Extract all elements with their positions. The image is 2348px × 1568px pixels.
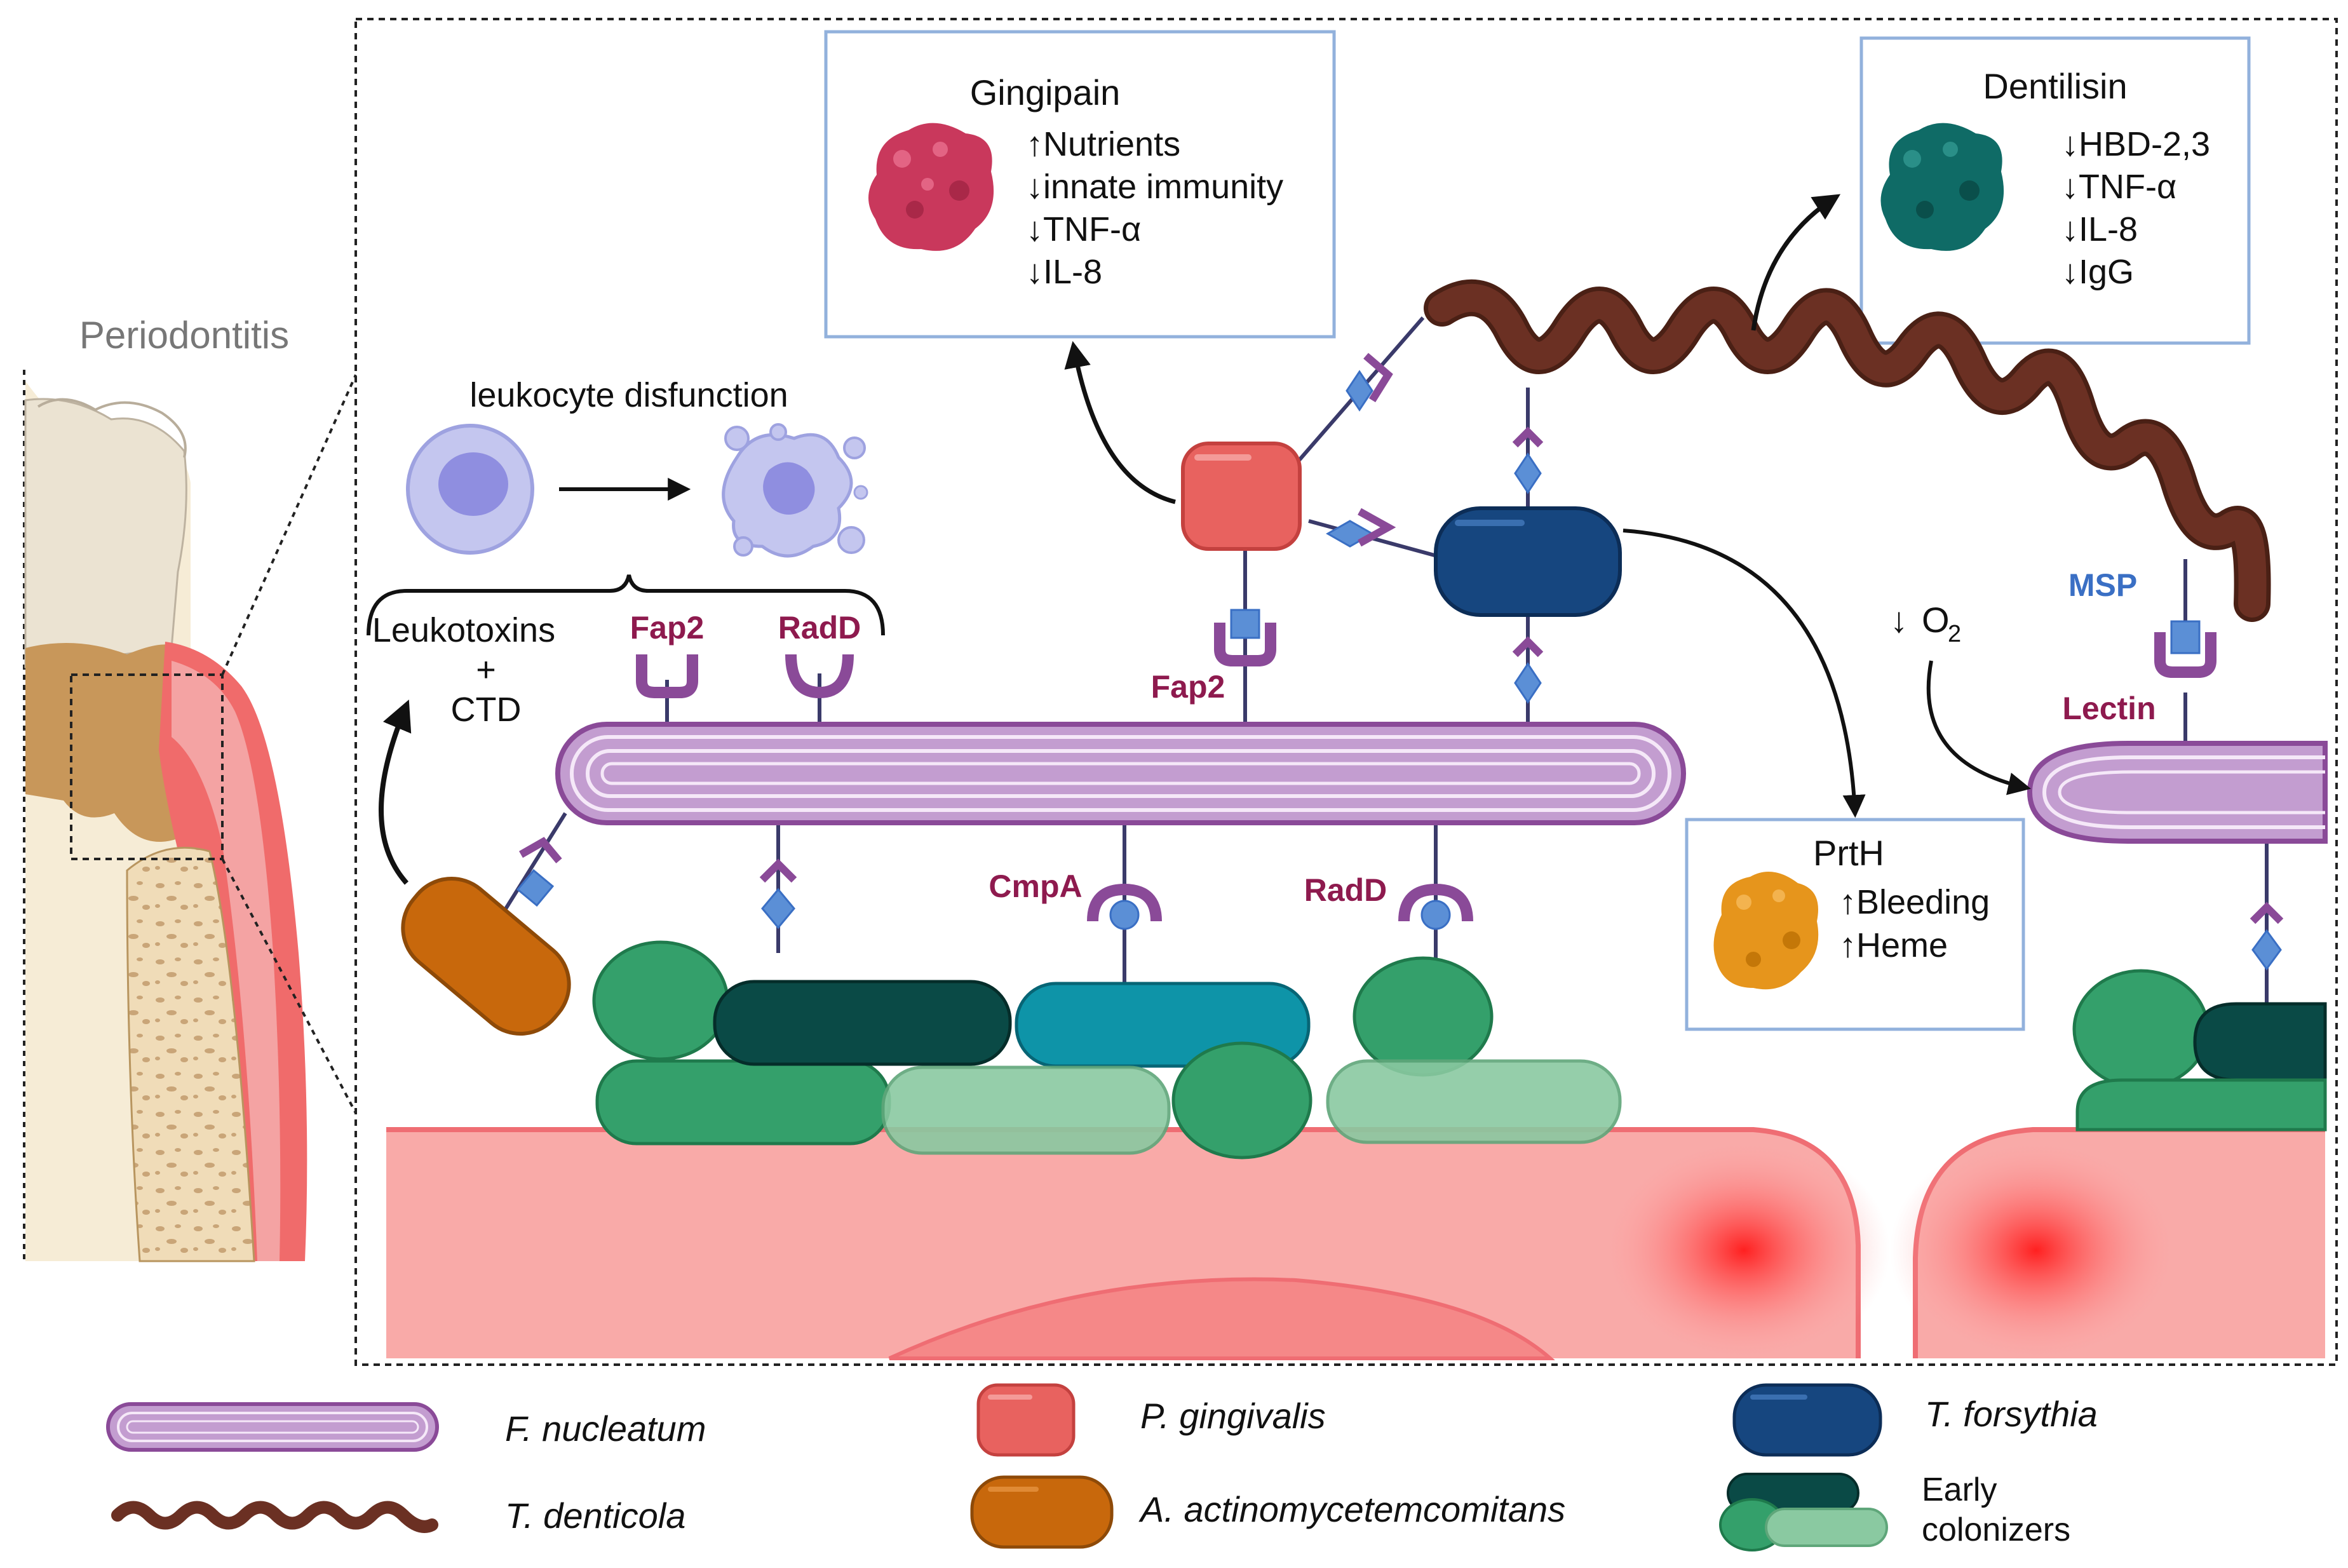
inflammation-spot bbox=[1890, 1136, 2182, 1365]
radd-label: RadD bbox=[1304, 872, 1387, 908]
adhesin-markers bbox=[516, 353, 2284, 971]
gingipain-title: Gingipain bbox=[970, 72, 1121, 112]
protein-labels: Fap2 RadD Fap2 CmpA RadD MSP Lectin bbox=[630, 567, 2156, 908]
adhesin-diamond-icon bbox=[516, 837, 562, 907]
adhesin-diamond-icon bbox=[1512, 426, 1544, 494]
svg-text:+: + bbox=[476, 651, 496, 689]
leukotoxins-label: Leukotoxins + CTD bbox=[372, 611, 555, 729]
lectin-receptor-icon bbox=[2154, 620, 2216, 678]
fap2-label: Fap2 bbox=[630, 610, 705, 645]
msp-label: MSP bbox=[2068, 567, 2137, 603]
svg-text:Leukotoxins: Leukotoxins bbox=[372, 611, 555, 649]
prth-protein-icon bbox=[1713, 872, 1819, 990]
a-actinomycetemcomitans-cell bbox=[401, 876, 571, 1036]
prth-title: PrtH bbox=[1813, 833, 1884, 873]
f-nucleatum-cell bbox=[555, 722, 1686, 825]
dentilisin-arrow bbox=[1751, 194, 1841, 331]
healthy-leukocyte-icon bbox=[406, 424, 534, 555]
radd-receptor-icon bbox=[785, 654, 854, 699]
epithelium bbox=[386, 1127, 2325, 1365]
p-gingivalis-cell bbox=[1181, 442, 1302, 551]
zoom-frame bbox=[354, 18, 2338, 1366]
prth-effect: ↑Bleeding bbox=[1839, 883, 1990, 921]
adhesin-diamond-icon bbox=[1346, 353, 1393, 412]
prth-box: PrtH ↑Bleeding ↑Heme bbox=[1685, 818, 2025, 1031]
fap2-receptor-icon bbox=[636, 654, 698, 698]
adhesin-diamond-icon bbox=[759, 858, 797, 929]
adhesin-diamond-icon bbox=[1325, 508, 1396, 548]
page-title: Periodontitis bbox=[79, 314, 289, 356]
p-gingivalis-icon bbox=[976, 1383, 1076, 1457]
cmpa-label: CmpA bbox=[988, 868, 1082, 904]
legend-label: colonizers bbox=[1922, 1511, 2070, 1548]
radd-label: RadD bbox=[778, 610, 861, 645]
dentilisin-protein-icon bbox=[1880, 123, 2004, 251]
oxygen-arrow bbox=[1926, 660, 2032, 795]
legend: F. nucleatum T. denticola P. gingivalis … bbox=[106, 1383, 2098, 1551]
svg-text:2: 2 bbox=[1948, 621, 1961, 647]
svg-text:↓: ↓ bbox=[1890, 600, 1908, 640]
svg-text:CTD: CTD bbox=[451, 691, 522, 729]
fap2-label: Fap2 bbox=[1151, 669, 1225, 705]
prth-arrow bbox=[1623, 529, 1866, 818]
leukocyte-label: leukocyte disfunction bbox=[469, 376, 788, 414]
t-forsythia-cell bbox=[1434, 506, 1622, 617]
dentilisin-effect: ↓IL-8 bbox=[2061, 210, 2138, 248]
svg-text:O: O bbox=[1922, 600, 1950, 640]
legend-label: F. nucleatum bbox=[505, 1409, 706, 1449]
f-nucleatum-cell bbox=[2027, 741, 2328, 844]
legend-label: T. denticola bbox=[505, 1496, 685, 1536]
gingipain-effect: ↑Nutrients bbox=[1026, 125, 1180, 163]
radd-receptor-icon bbox=[1398, 883, 1473, 930]
legend-label: Early bbox=[1922, 1471, 1997, 1508]
damaged-leukocyte-icon bbox=[722, 423, 868, 558]
early-colonizers-icon bbox=[1719, 1473, 1888, 1551]
inflammation-spot bbox=[1598, 1136, 1890, 1365]
adhesin-diamond-icon bbox=[1512, 636, 1544, 704]
dentilisin-title: Dentilisin bbox=[1983, 66, 2127, 106]
gingipain-protein-icon bbox=[868, 123, 994, 251]
dentilisin-effect: ↓TNF-α bbox=[2061, 168, 2176, 206]
dentilisin-effect: ↓HBD-2,3 bbox=[2061, 125, 2210, 163]
gingipain-box: Gingipain ↑Nutrients ↓innate immunity ↓T… bbox=[824, 30, 1336, 339]
t-forsythia-icon bbox=[1732, 1383, 1882, 1457]
a-actinomycetemcomitans-icon bbox=[970, 1475, 1114, 1549]
gingipain-arrow bbox=[1064, 341, 1176, 504]
early-colonizers bbox=[592, 940, 2327, 1159]
prth-effect: ↑Heme bbox=[1839, 926, 1948, 964]
fap2-receptor-icon bbox=[1214, 609, 1276, 666]
adhesin-diamond-icon bbox=[2250, 902, 2284, 971]
oxygen-label: ↓ O 2 bbox=[1890, 600, 1961, 647]
leukocyte-panel: leukocyte disfunction bbox=[367, 376, 885, 636]
t-denticola-icon bbox=[111, 1501, 438, 1533]
dentilisin-effect: ↓IgG bbox=[2061, 253, 2134, 291]
f-nucleatum-icon bbox=[106, 1402, 439, 1452]
legend-label: A. actinomycetemcomitans bbox=[1138, 1489, 1565, 1529]
gingipain-effect: ↓innate immunity bbox=[1026, 168, 1283, 206]
tooth-illustration: Periodontitis bbox=[23, 314, 357, 1262]
cmpa-receptor-icon bbox=[1087, 883, 1162, 930]
gingipain-effect: ↓IL-8 bbox=[1026, 253, 1102, 291]
lectin-label: Lectin bbox=[2062, 691, 2156, 726]
gingipain-effect: ↓TNF-α bbox=[1026, 210, 1141, 248]
legend-label: T. forsythia bbox=[1925, 1394, 2098, 1434]
legend-label: P. gingivalis bbox=[1140, 1396, 1326, 1436]
dentilisin-box: Dentilisin ↓HBD-2,3 ↓TNF-α ↓IL-8 ↓IgG bbox=[1859, 36, 2251, 345]
leukotoxin-arrow bbox=[379, 700, 412, 885]
